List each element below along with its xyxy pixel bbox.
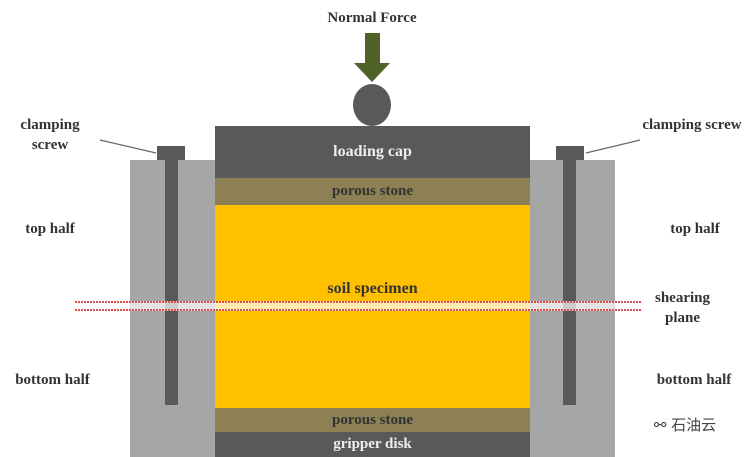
shearing-plane-label: shearing plane (654, 290, 710, 326)
left-screw-rod (165, 152, 178, 405)
clamping-screw-right-label: clamping screw (642, 117, 742, 133)
left-pointer (99, 139, 157, 154)
shearing-plane-line (75, 301, 642, 311)
porous-stone-top-label: porous stone (332, 183, 413, 199)
gripper-disk (215, 432, 530, 457)
load-ball (353, 84, 391, 126)
bottom-half-right-label: bottom half (656, 372, 732, 388)
porous-stone-top (215, 178, 530, 205)
right-pointer (585, 139, 641, 154)
watermark: ⚯ 石油云 (640, 415, 730, 435)
soil-specimen-label: soil specimen (327, 280, 418, 297)
bottom-half-left-label: bottom half (15, 372, 90, 388)
top-half-right-label: top half (670, 221, 720, 237)
wechat-icon: ⚯ (653, 416, 672, 434)
porous-stone-bottom (215, 408, 530, 432)
loading-cap-label: loading cap (333, 143, 412, 160)
normal-force-label: Normal Force (327, 10, 417, 26)
right-screw-rod (563, 152, 576, 405)
normal-force-arrow (354, 33, 390, 82)
right-screw-head (556, 146, 584, 160)
clamping-screw-left-label: clamping screw (20, 117, 80, 153)
top-half-left-label: top half (25, 221, 75, 237)
left-screw-head (157, 146, 185, 160)
porous-stone-bottom-label: porous stone (332, 412, 413, 428)
loading-cap (215, 126, 530, 178)
watermark-text: 石油云 (671, 416, 717, 434)
gripper-disk-label: gripper disk (333, 436, 412, 452)
